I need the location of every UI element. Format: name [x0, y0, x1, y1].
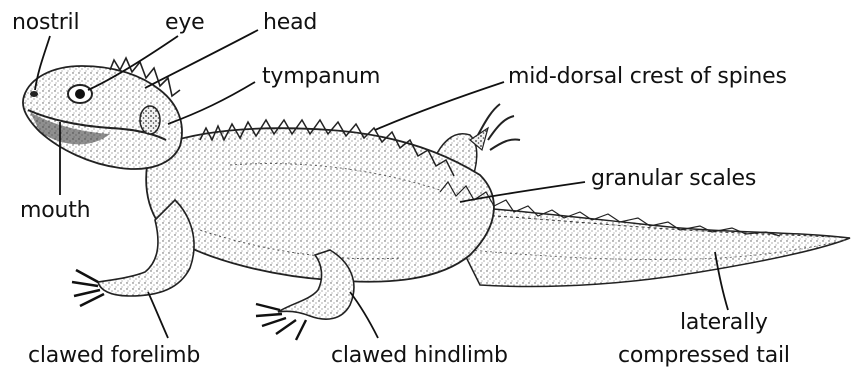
label-tympanum: tympanum	[262, 66, 380, 88]
label-clawed-forelimb: clawed forelimb	[28, 345, 200, 367]
label-mid-dorsal-crest: mid-dorsal crest of spines	[508, 66, 787, 88]
label-head: head	[263, 12, 317, 34]
label-nostril: nostril	[12, 12, 79, 34]
label-granular-scales: granular scales	[591, 168, 756, 190]
tail	[440, 205, 850, 287]
label-laterally: laterally	[680, 312, 768, 334]
head	[23, 58, 182, 169]
label-compressed-tail: compressed tail	[618, 345, 790, 367]
label-eye: eye	[165, 12, 205, 34]
label-mouth: mouth	[20, 200, 90, 222]
label-clawed-hindlimb: clawed hindlimb	[331, 345, 508, 367]
